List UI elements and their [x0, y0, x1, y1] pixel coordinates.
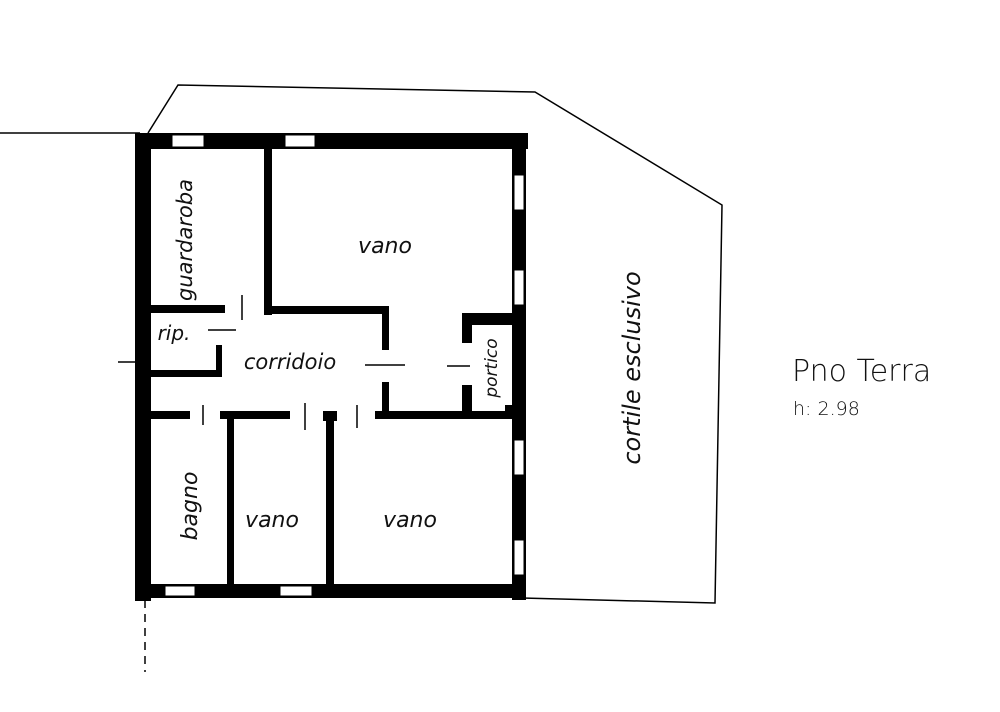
room-label-bagno: bagno [178, 472, 203, 541]
room-label-vano-top: vano [358, 234, 412, 259]
ceiling-height: h: 2.98 [793, 398, 860, 420]
floor-title: Pno Terra [792, 354, 931, 389]
room-label-corridoio: corridoio [244, 350, 336, 374]
site-boundary [0, 84, 723, 672]
room-label-vano-small: vano [245, 508, 299, 533]
room-label-portico: portico [482, 338, 502, 398]
interior-walls [150, 145, 520, 587]
outer-walls [135, 133, 528, 601]
room-label-guardaroba: guardaroba [173, 179, 197, 301]
room-label-vano-bottom: vano [383, 508, 437, 533]
windows [164, 134, 525, 597]
area-label-cortile: cortile esclusivo [618, 271, 646, 464]
room-label-rip: rip. [158, 321, 191, 345]
